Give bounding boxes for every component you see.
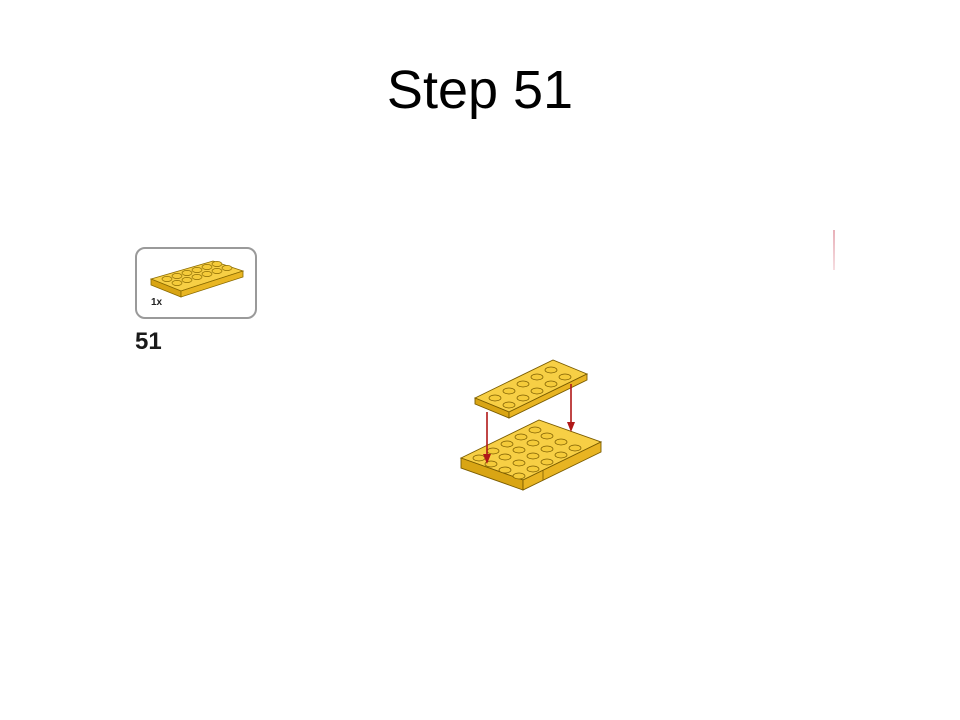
yellow-plate-assembly-illustration <box>459 359 603 491</box>
parts-callout: 1x <box>135 247 257 319</box>
part-quantity: 1x <box>151 297 163 308</box>
yellow-plate-2x6-icon <box>149 260 245 298</box>
placement-arrow-left <box>483 412 491 464</box>
upper-plate <box>473 359 589 419</box>
step-number: 51 <box>135 328 162 355</box>
slide-title: Step 51 <box>386 60 574 120</box>
base-plate <box>459 419 603 491</box>
edge-mark <box>833 230 835 270</box>
placement-arrow-right <box>567 384 575 432</box>
